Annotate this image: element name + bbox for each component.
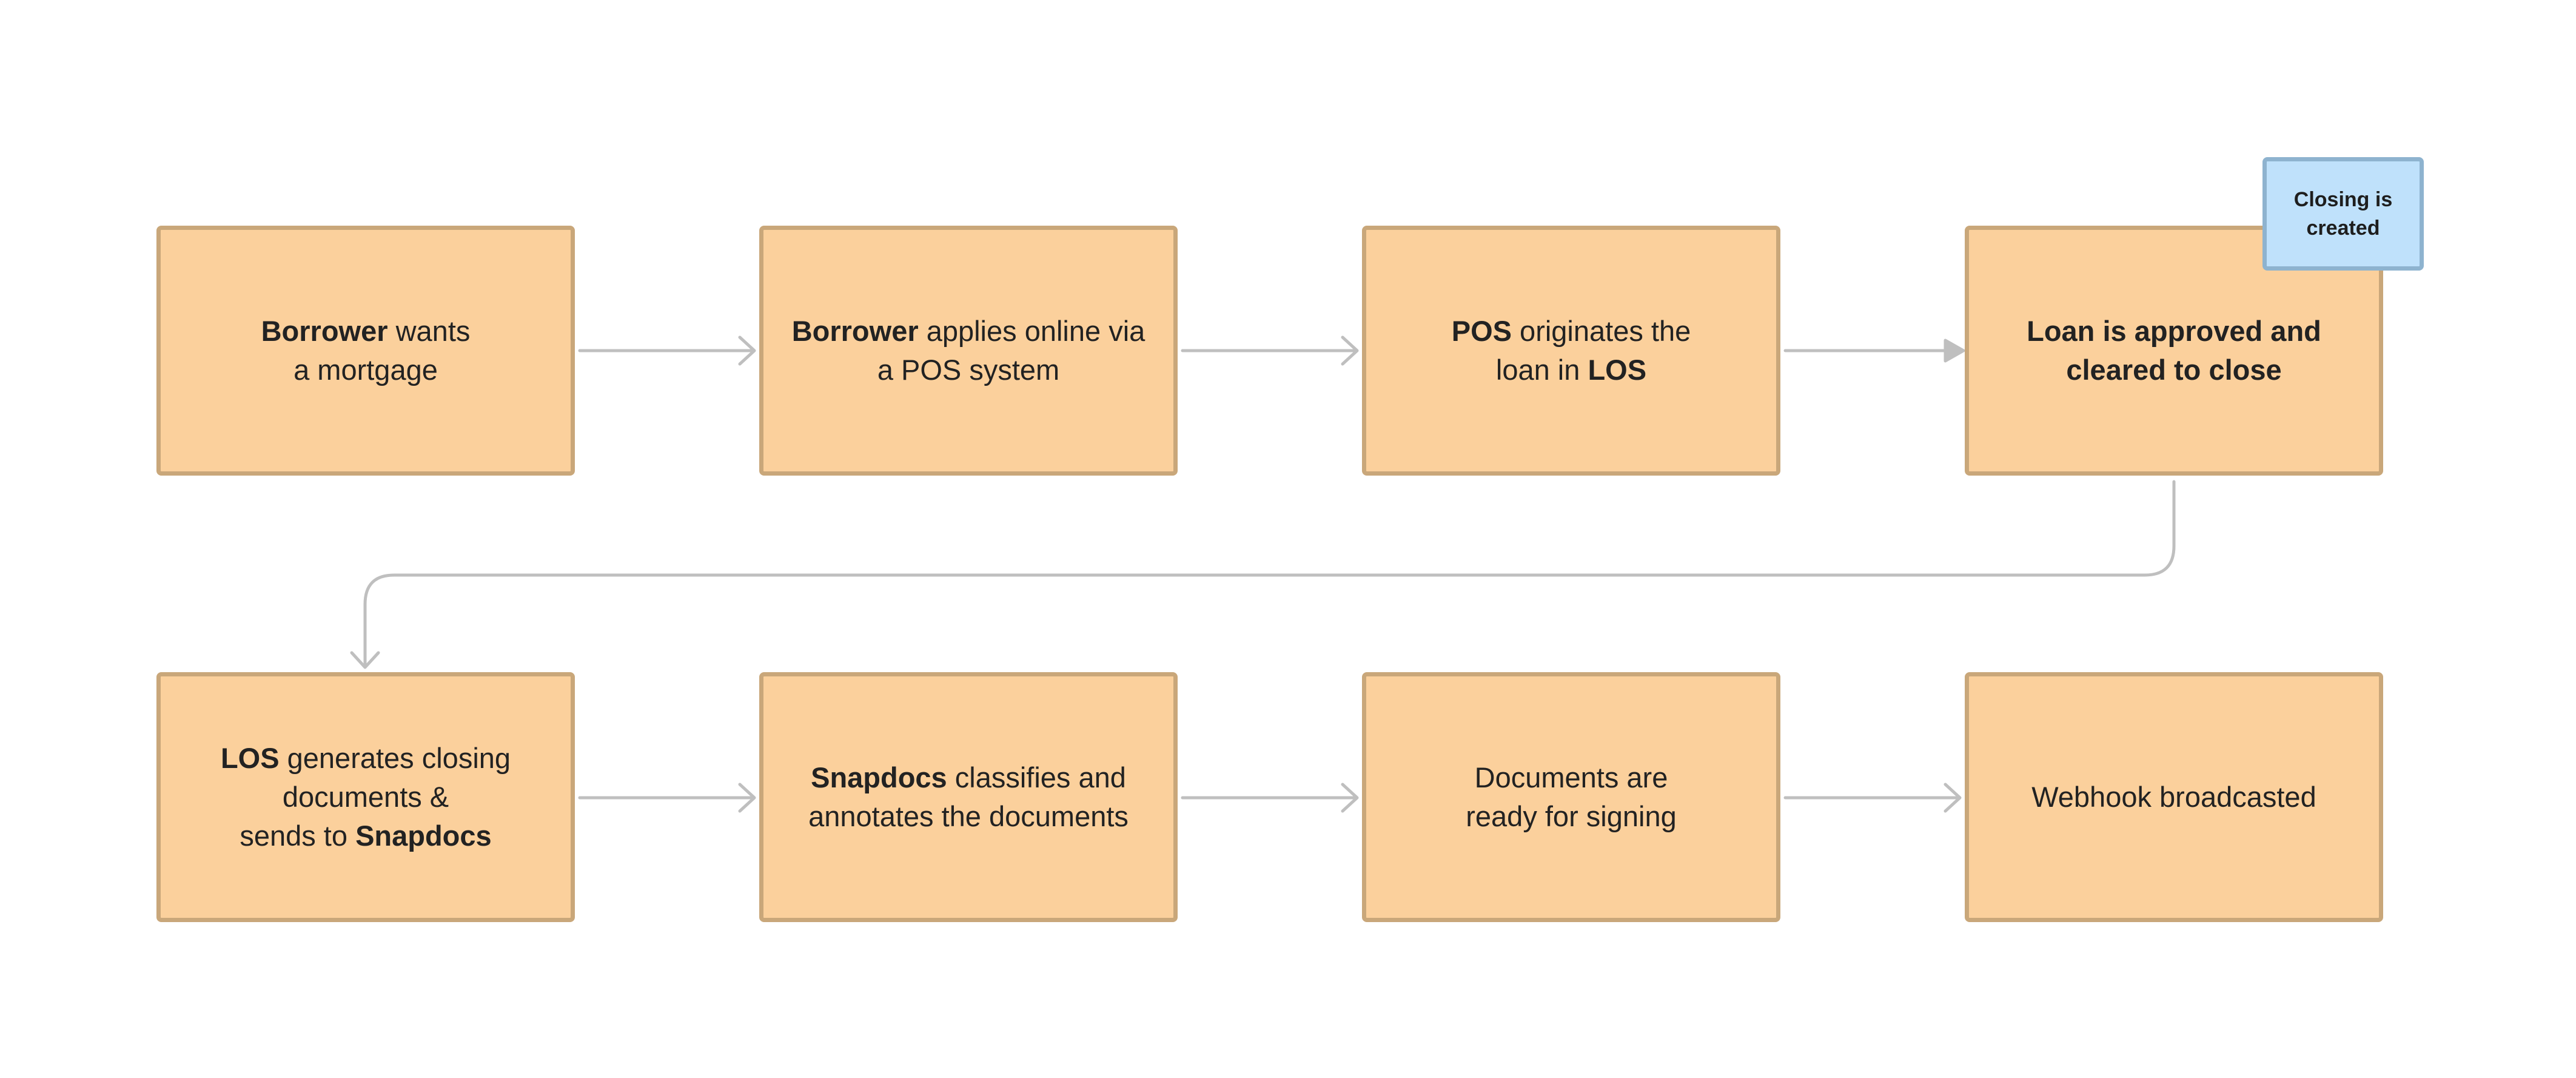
node-text: documents & [282, 781, 449, 813]
node-bold-text: Borrower [261, 315, 388, 347]
node-label: Snapdocs classifies and annotates the do… [808, 758, 1129, 836]
node-label: Documents are ready for signing [1466, 758, 1676, 836]
node-text: wants [387, 315, 471, 347]
edge-n1-n2 [578, 335, 756, 366]
sticky-note-label: Closing is created [2294, 186, 2392, 243]
node-text: loan in [1495, 354, 1588, 386]
edge-n4-n5 [350, 480, 2176, 669]
node-bold-text: LOS [1588, 354, 1647, 386]
node-text: Documents are [1474, 761, 1668, 793]
node-los-generates-documents: LOS generates closing documents & sends … [156, 672, 575, 922]
sticky-note-closing-created: Closing is created [2262, 157, 2424, 271]
node-label: Borrower applies online via a POS system [792, 312, 1145, 389]
edge-n7-n8 [1783, 783, 1962, 813]
node-snapdocs-classifies: Snapdocs classifies and annotates the do… [759, 672, 1178, 922]
node-text: classifies and [947, 761, 1126, 793]
node-label: LOS generates closing documents & sends … [221, 739, 511, 855]
edge-n6-n7 [1181, 783, 1359, 813]
edge-n2-n3 [1181, 335, 1359, 366]
node-webhook-broadcasted: Webhook broadcasted [1965, 672, 2383, 922]
sticky-text: created [2306, 216, 2380, 240]
node-bold-text: Snapdocs [811, 761, 947, 793]
node-bold-text: Borrower [791, 315, 919, 347]
node-text: applies online via [918, 315, 1145, 347]
node-bold-text: LOS [220, 742, 280, 774]
node-text: ready for signing [1466, 800, 1677, 832]
node-text: sends to [240, 820, 356, 852]
node-label: POS originates the loan in LOS [1452, 312, 1691, 389]
node-loan-approved: Loan is approved and cleared to close [1965, 226, 2383, 476]
edge-n5-n6 [578, 783, 756, 813]
node-label: Loan is approved and cleared to close [2027, 312, 2321, 389]
edge-n3-n4 [1783, 339, 1965, 363]
sticky-text: Closing is [2293, 187, 2393, 211]
node-bold-text: Loan is approved and [2027, 315, 2321, 347]
node-borrower-wants-mortgage: Borrower wants a mortgage [156, 226, 575, 476]
node-bold-text: POS [1451, 315, 1512, 347]
node-pos-originates-loan: POS originates the loan in LOS [1362, 226, 1780, 476]
node-text: annotates the documents [808, 800, 1129, 832]
node-bold-text: cleared to close [2066, 354, 2282, 386]
node-label: Webhook broadcasted [2031, 778, 2316, 817]
node-text: generates closing [279, 742, 511, 774]
node-text: originates the [1512, 315, 1691, 347]
node-bold-text: Snapdocs [355, 820, 492, 852]
node-label: Borrower wants a mortgage [261, 312, 471, 389]
node-borrower-applies-online: Borrower applies online via a POS system [759, 226, 1178, 476]
node-text: a mortgage [293, 354, 438, 386]
node-text: a POS system [877, 354, 1060, 386]
node-documents-ready: Documents are ready for signing [1362, 672, 1780, 922]
node-text: Webhook broadcasted [2031, 781, 2316, 813]
